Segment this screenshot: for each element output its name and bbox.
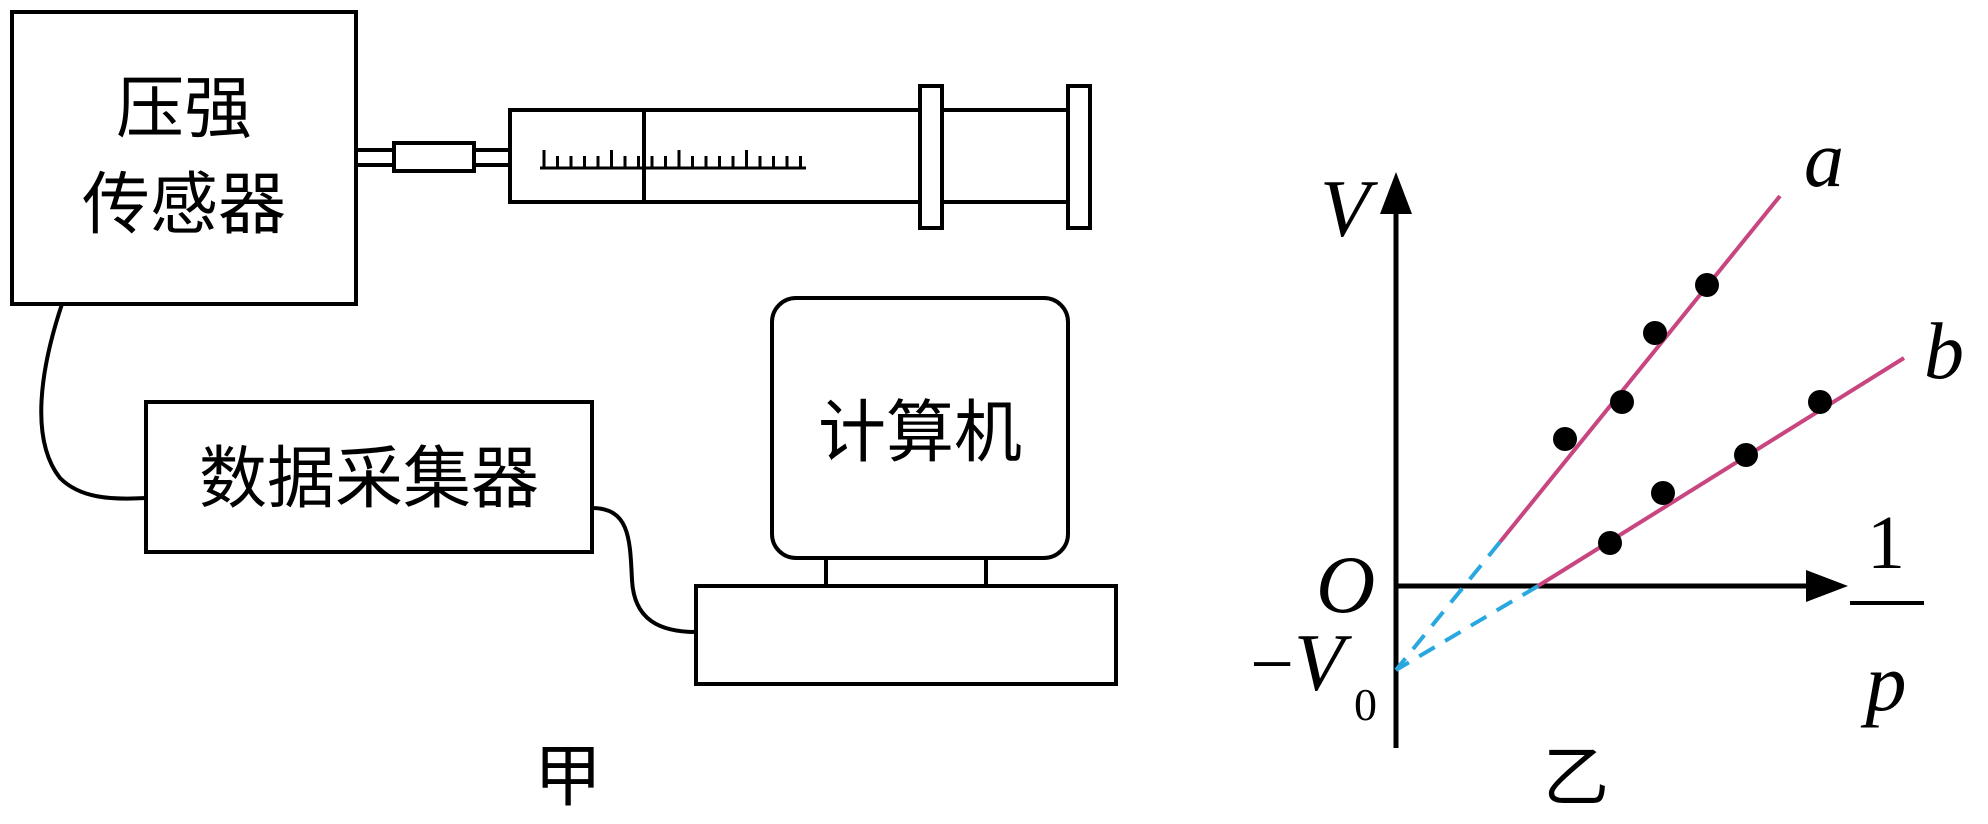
figure-caption-yi: 乙 [1543, 739, 1609, 816]
series-a-label: a [1804, 116, 1844, 204]
series-b-label: b [1924, 308, 1964, 396]
pressure-sensor-label-line1: 压强 [116, 70, 252, 149]
data-point-a-2 [1610, 390, 1634, 414]
origin-label: O [1316, 539, 1375, 630]
syringe-finger-flange [918, 84, 944, 230]
pressure-sensor-label-line2: 传感器 [82, 166, 286, 245]
data-point-b-3 [1734, 443, 1758, 467]
syringe-plunger-thumb [1066, 84, 1092, 230]
y-axis-label: V [1320, 163, 1378, 254]
data-point-b-1 [1598, 531, 1622, 555]
computer-label: 计算机 [818, 394, 1022, 473]
series-a-points [1553, 273, 1719, 451]
graph-figure: V a b O 1 p − V 0 乙 [1250, 116, 1964, 816]
computer: 计算机 [694, 296, 1118, 686]
line-b [1536, 356, 1906, 588]
cable-sensor-to-collector [39, 303, 147, 501]
y-axis-arrow-icon [1380, 172, 1412, 214]
data-point-a-3 [1643, 321, 1667, 345]
pressure-sensor-box [10, 10, 358, 306]
syringe-plunger-rod [940, 108, 1070, 204]
series-b-points [1598, 390, 1832, 555]
apparatus-figure: 压强 传感器 数据采集器 [10, 10, 1118, 817]
x-axis-label-denominator: p [1861, 637, 1907, 728]
computer-base [694, 584, 1118, 686]
x-axis-arrow-icon [1806, 570, 1848, 602]
line-a [1498, 194, 1782, 544]
connector-tube [356, 141, 510, 173]
intercept-label: − V 0 [1250, 617, 1377, 730]
figure-caption-jia: 甲 [534, 738, 602, 817]
line-b-extrapolation [1394, 584, 1540, 672]
x-axis-label-numerator: 1 [1867, 501, 1905, 585]
syringe-scale [540, 150, 806, 170]
line-a-extrapolation [1394, 540, 1502, 672]
data-point-b-4 [1808, 390, 1832, 414]
x-axis-label: 1 p [1850, 501, 1924, 728]
data-collector-label: 数据采集器 [199, 440, 539, 519]
intercept-label-symbol: V [1294, 617, 1352, 708]
data-point-b-2 [1651, 481, 1675, 505]
cable-collector-to-computer [591, 506, 697, 634]
syringe [508, 84, 1092, 230]
data-collector-box [144, 400, 594, 554]
data-point-a-4 [1695, 273, 1719, 297]
intercept-label-subscript: 0 [1354, 679, 1377, 730]
intercept-label-minus: − [1250, 620, 1294, 707]
data-point-a-1 [1553, 427, 1577, 451]
computer-monitor [770, 296, 1070, 560]
